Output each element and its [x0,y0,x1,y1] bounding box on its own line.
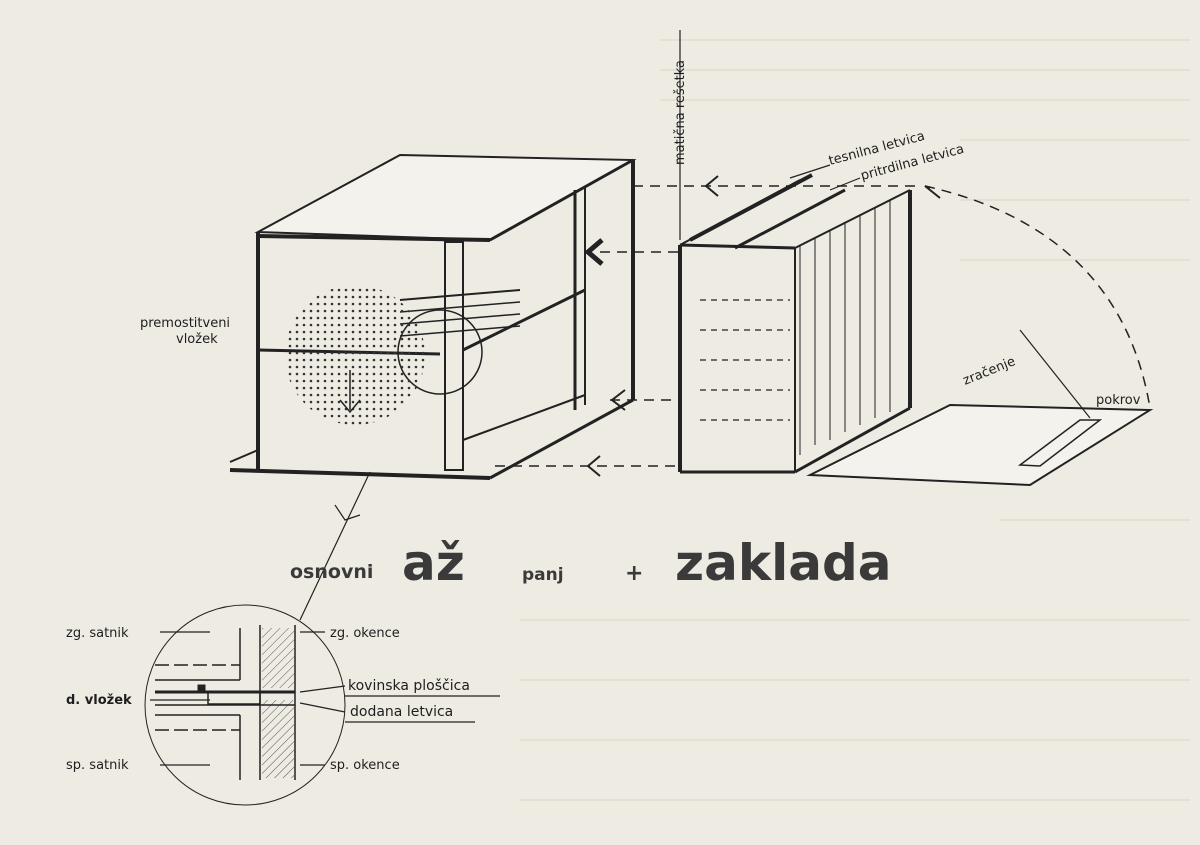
label-maticna-resetka: matična rešetka [673,60,688,165]
title-panj: panj [522,565,564,585]
title-zaklada: zaklada [675,534,892,592]
arrow-icons [584,175,941,477]
label-premostitveni: premostitveni [140,316,230,331]
detail-d-vlozek: d. vložek [66,693,132,708]
detail-zg-okence: zg. okence [330,626,400,641]
basic-hive-box [229,153,637,480]
super-box [678,173,1154,487]
title-plus: + [625,561,643,586]
detail-sp-okence: sp. okence [330,758,400,773]
leader-lines [150,30,861,766]
label-pokrov: pokrov [1096,393,1141,408]
label-zracenje: zračenje [961,354,1018,389]
label-vlozek: vložek [176,332,218,347]
title-az: až [402,534,465,592]
detail-kovinska-ploscica: kovinska ploščica [348,678,470,694]
detail-zg-satnik: zg. satnik [66,626,129,641]
detail-dodana-letvica: dodana letvica [350,704,453,720]
joint-detail [144,604,346,806]
title-osnovni: osnovni [290,561,373,583]
paper-bleed-texture [520,39,1190,801]
detail-sp-satnik: sp. satnik [66,758,129,773]
